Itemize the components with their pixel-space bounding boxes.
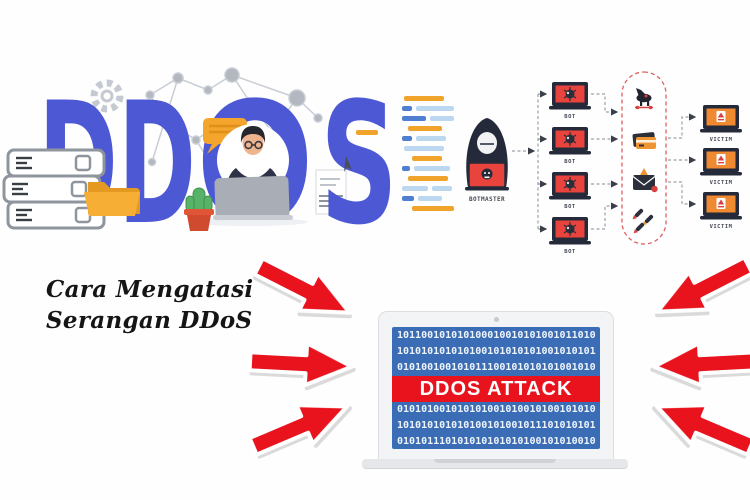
malware-email-icon — [632, 168, 658, 193]
ddos-attack-banner: DDOS ATTACK — [392, 376, 600, 402]
cursor-icon — [344, 156, 352, 172]
bot-label-2: BOT — [564, 159, 576, 165]
code-lines-back — [348, 106, 380, 165]
victim-label-1: VICTIM — [710, 137, 733, 143]
binary-row: 101010101010100101001011101010101 — [397, 420, 596, 431]
letter-s: S — [320, 66, 398, 260]
worker-laptop-icon — [213, 175, 293, 221]
glasses-icon — [244, 140, 263, 150]
botmaster-figure — [465, 118, 509, 191]
ddos-word-illustration: D D O S — [2, 66, 454, 260]
stolen-cards-icon — [632, 132, 656, 149]
worker-hair — [240, 126, 266, 143]
attack-arrow-right-middle — [649, 336, 750, 392]
bot-label-1: BOT — [564, 114, 576, 120]
victim-laptop-icon — [700, 105, 742, 220]
botnet-diagram: BOTMASTER BOT BOT BOT BOT — [465, 71, 742, 255]
document-icon — [315, 169, 347, 215]
binary-screen: 101100101010100010010101001011010 101010… — [392, 327, 600, 449]
letter-d-2: D — [118, 66, 196, 260]
bot-label-3: BOT — [564, 204, 576, 210]
binary-row: 101010101010100101010101001010101 — [397, 346, 596, 357]
gear-icon — [90, 79, 124, 113]
binary-row: 101100101010100010010101001011010 — [397, 330, 596, 341]
attack-arrow-left-bottom — [242, 382, 361, 470]
diagram-connectors — [512, 90, 697, 233]
code-lines — [402, 96, 454, 211]
bot-label-4: BOT — [564, 249, 576, 255]
server-rack-icon — [2, 148, 106, 230]
victim-label-3: VICTIM — [710, 224, 733, 230]
target-laptop: 101100101010100010010101001011010 101010… — [378, 311, 614, 463]
trojan-horse-icon — [635, 88, 653, 110]
plant-icon — [184, 187, 214, 231]
attack-arrow-left-middle — [247, 336, 357, 392]
folder-icon — [84, 182, 140, 216]
laptop-base — [362, 459, 628, 469]
attack-arrow-right-top — [643, 242, 750, 336]
payload-capsule — [621, 71, 667, 245]
webcam-dot-icon — [494, 317, 499, 322]
headline-line-1: Cara Mengatasi — [46, 276, 254, 303]
binary-row: 010100100101011100101010101001010 — [397, 362, 596, 373]
attack-arrow-left-top — [246, 243, 365, 337]
binary-row: 010101110101010101010100101010010 — [397, 436, 596, 447]
office-worker — [192, 124, 308, 226]
binary-row: 010101001010101001010010100101010 — [397, 404, 596, 415]
victim-label-2: VICTIM — [710, 180, 733, 186]
network-graph-icon — [145, 67, 323, 176]
headline: Cara Mengatasi Serangan DDoS — [46, 274, 253, 336]
botmaster-label: BOTMASTER — [469, 196, 505, 203]
headline-line-2: Serangan DDoS — [46, 307, 253, 334]
missiles-icon — [632, 208, 654, 234]
attack-arrow-right-bottom — [644, 382, 750, 470]
